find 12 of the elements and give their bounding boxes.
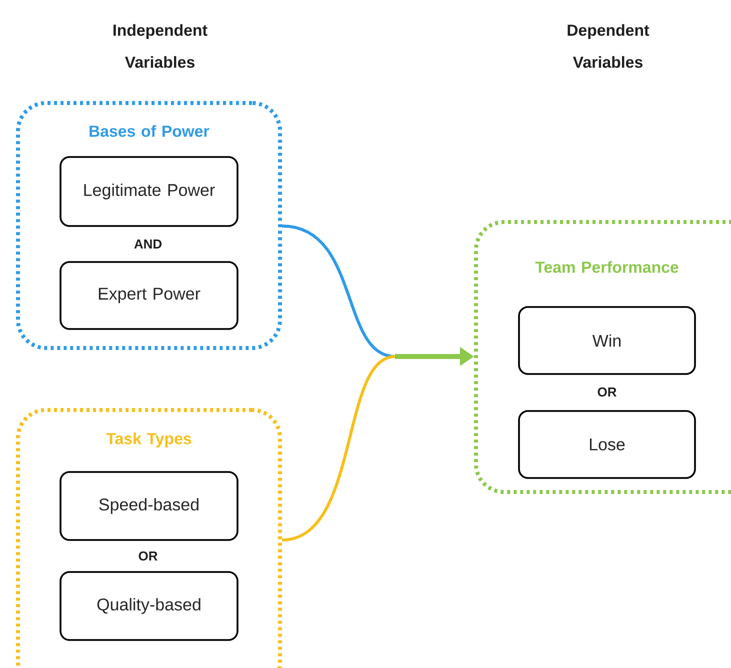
text-box: Legitimate Power	[60, 156, 238, 227]
connector-word: OR	[138, 551, 158, 561]
connector-word: OR	[598, 387, 616, 397]
column-heading: Dependent Variables	[568, 24, 650, 68]
text-box: Quality-based	[60, 571, 238, 641]
connector-word: AND	[134, 240, 162, 248]
text-box: Lose	[518, 410, 696, 479]
column-heading: Independent Variables	[114, 24, 208, 68]
connector-curve	[282, 355, 396, 542]
text-box: Speed-based	[60, 471, 238, 541]
text-box: Expert Power	[60, 261, 238, 330]
text-box: Win	[518, 306, 696, 375]
